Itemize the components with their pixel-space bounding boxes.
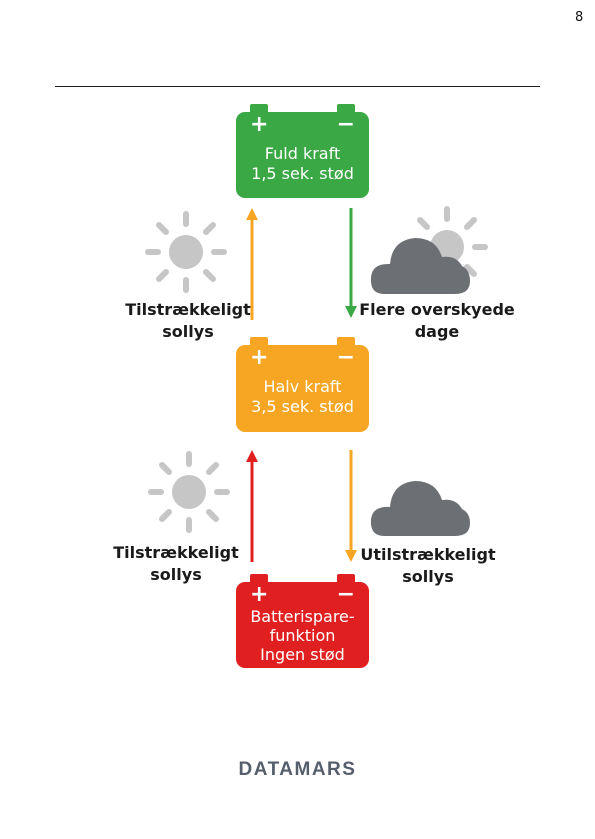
battery-saver-mode: + − Batterispare- funktion Ingen stød [236,582,369,668]
cloud-with-sun-icon [371,209,485,294]
label-sufficient-sunlight-upper: Tilstrækkeligt sollys [98,299,278,343]
plus-icon: + [250,583,268,607]
cloud-icon [371,481,470,536]
minus-icon: − [337,346,355,370]
sun-icon [151,454,227,530]
label-sufficient-sunlight-lower: Tilstrækkeligt sollys [86,542,266,586]
battery-half-power: + − Halv kraft 3,5 sek. stød [236,345,369,432]
battery-full-power: + − Fuld kraft 1,5 sek. stød [236,112,369,198]
battery-full-label: Fuld kraft 1,5 sek. stød [236,144,369,184]
battery-saver-label: Batterispare- funktion Ingen stød [236,607,369,664]
label-insufficient-sunlight: Utilstrækkeligt sollys [338,544,518,588]
minus-icon: − [337,113,355,137]
battery-half-label: Halv kraft 3,5 sek. stød [236,377,369,417]
plus-icon: + [250,346,268,370]
brand-logo: DATAMARS [0,759,595,781]
sun-icon [148,214,224,290]
plus-icon: + [250,113,268,137]
label-several-overcast-days: Flere overskyede dage [352,299,522,343]
